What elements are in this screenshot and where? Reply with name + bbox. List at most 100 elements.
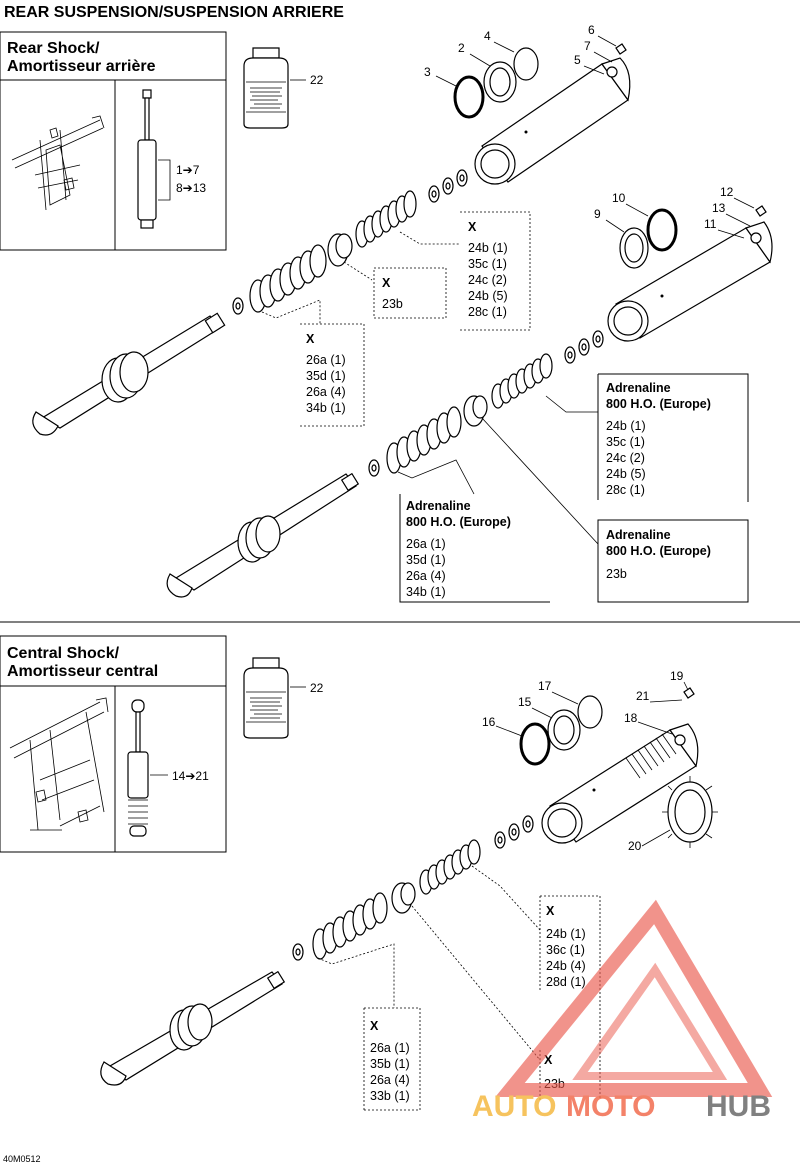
rear-callout-10: 10 [612,191,626,205]
central-seal-15-icon [547,709,581,751]
rear-callout-9: 9 [594,207,601,221]
central-shock-title-2: Amortisseur central [7,663,158,680]
rear-box-lower-line-3: 26a (4) [306,385,346,399]
rear-shaft-upper [32,312,226,436]
central-box-upper-line-2: 36c (1) [546,943,585,957]
rear-shaft-lower [166,472,360,598]
rear-adr-piston-line-1: 23b [606,567,627,581]
rear-adr-lower-header-2: 800 H.O. (Europe) [406,515,511,529]
rear-range-1: 1➔7 [176,163,200,177]
rear-callout-5: 5 [574,53,581,67]
rear-callout-6: 6 [588,23,595,37]
rear-callout-3: 3 [424,65,431,79]
rear-box-upper-line-1: 24b (1) [468,241,508,255]
rear-adr-upper-line-3: 24c (2) [606,451,645,465]
rear-adr-upper-line-5: 28c (1) [606,483,645,497]
rear-callout-4: 4 [484,29,491,43]
rear-adr-piston-header-2: 800 H.O. (Europe) [606,544,711,558]
rear-seal-2-icon [483,61,517,103]
rear-box-piston-header: X [382,276,391,290]
rear-shock-body-upper [474,57,631,185]
rear-callout-2: 2 [458,41,465,55]
rear-seal-9-icon [619,227,649,269]
central-shock-body [541,723,699,844]
watermark-auto: AUTO [472,1090,556,1123]
central-range-1: 14➔21 [172,769,209,783]
rear-adr-upper-header-1: Adrenaline [606,381,671,395]
rear-shock-thumbnail-icon [137,89,157,229]
rear-adr-lower-line-4: 34b (1) [406,585,446,599]
oil-bottle-22-central-icon [243,657,289,739]
rear-adr-upper-header-2: 800 H.O. (Europe) [606,397,711,411]
central-box-upper-line-3: 24b (4) [546,959,586,973]
central-frame-thumbnail-icon [9,697,109,831]
rear-spring-stack-lower [249,244,327,313]
central-box-upper-line-4: 28d (1) [546,975,586,989]
rear-box-lower-line-4: 34b (1) [306,401,346,415]
central-callout-18: 18 [624,711,638,725]
rear-box-upper-line-4: 24b (5) [468,289,508,303]
oil-bottle-22-icon [243,47,289,129]
central-shock-section: Central Shock/ Amortisseur central 14➔21… [0,635,718,1111]
rear-box-upper-header: X [468,220,477,234]
rear-box-lower-line-1: 26a (1) [306,353,346,367]
rear-adr-lower-header-1: Adrenaline [406,499,471,513]
central-shock-title-1: Central Shock/ [7,645,120,662]
rear-box-lower-line-2: 35d (1) [306,369,346,383]
rear-callout-12: 12 [720,185,734,199]
central-box-lower-line-1: 26a (1) [370,1041,410,1055]
rear-callout-11: 11 [704,217,717,231]
rear-adr-upper-line-1: 24b (1) [606,419,646,433]
rear-adr-spring-stack-lower [386,406,462,474]
rear-callout-13: 13 [712,201,726,215]
rear-piston-upper [327,233,353,267]
central-box-upper-line-1: 24b (1) [546,927,586,941]
central-shock-thumbnail-icon [127,699,149,837]
rear-adr-upper-line-4: 24b (5) [606,467,646,481]
central-piston [391,882,416,914]
central-spring-stack-upper [419,839,481,895]
rear-callout-7: 7 [584,39,591,53]
rear-box-upper-line-5: 28c (1) [468,305,507,319]
rear-shock-title-2: Amortisseur arrière [7,58,156,75]
central-callout-16: 16 [482,715,496,729]
central-box-lower-line-4: 33b (1) [370,1089,410,1103]
central-box-piston-header: X [544,1053,553,1067]
page-title: REAR SUSPENSION/SUSPENSION ARRIERE [4,4,344,21]
central-box-lower-line-3: 26a (4) [370,1073,410,1087]
figure-code: 40M0512 [3,1154,41,1164]
rear-adr-lower-line-3: 26a (4) [406,569,446,583]
rear-range-2: 8➔13 [176,181,206,195]
automotohub-watermark: AUTO MOTO HUB [472,899,773,1123]
rear-frame-thumbnail-icon [11,115,105,211]
rear-shock-title-1: Rear Shock/ [7,40,100,57]
central-spring-stack-lower [312,892,388,960]
central-adjuster-ring-20-icon [662,776,718,848]
rear-adr-upper-line-2: 35c (1) [606,435,645,449]
central-box-lower-header: X [370,1019,379,1033]
rear-box-upper-line-3: 24c (2) [468,273,507,287]
rear-box-piston-line-1: 23b [382,297,403,311]
rear-adr-piston [463,395,488,427]
rear-spring-stack-upper [355,190,417,248]
central-callout-21: 21 [636,689,650,703]
rear-box-upper-line-2: 35c (1) [468,257,507,271]
central-callout-22: 22 [310,681,324,695]
rear-adr-piston-header-1: Adrenaline [606,528,671,542]
central-box-upper-header: X [546,904,555,918]
central-callout-17: 17 [538,679,552,693]
central-callout-15: 15 [518,695,532,709]
watermark-moto: MOTO [566,1090,655,1123]
central-callout-20: 20 [628,839,642,853]
rear-box-lower-header: X [306,332,315,346]
rear-adr-lower-line-1: 26a (1) [406,537,446,551]
rear-callout-22: 22 [310,73,324,87]
rear-shock-body-lower [607,221,773,342]
watermark-triangle-icon [495,899,773,1097]
central-shaft [100,970,286,1086]
rear-shock-section: Rear Shock/ Amortisseur arrière 1➔7 8➔13… [0,23,773,603]
central-box-lower-line-2: 35b (1) [370,1057,410,1071]
rear-adr-spring-stack-upper [491,353,553,409]
watermark-hub: HUB [706,1090,771,1123]
